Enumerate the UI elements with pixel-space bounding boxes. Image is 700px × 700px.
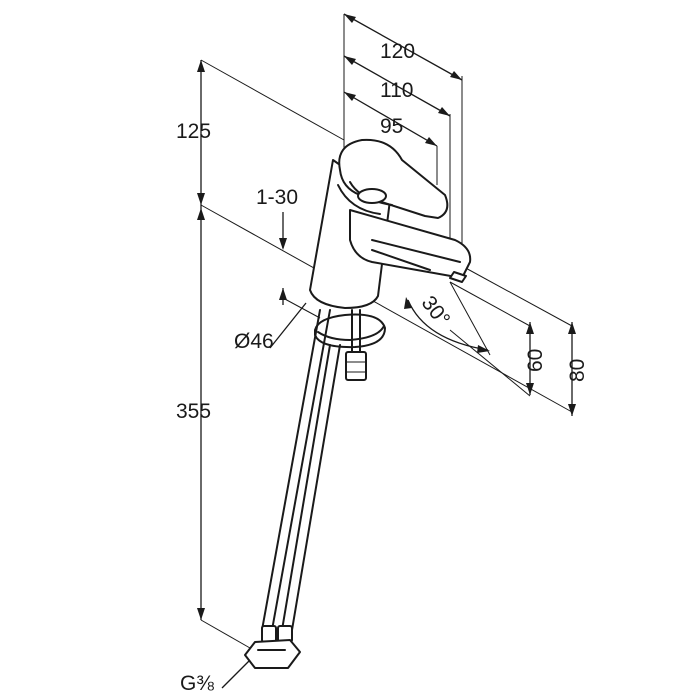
dim-label-110: 110 bbox=[380, 79, 413, 102]
supply-hoses bbox=[261, 309, 341, 631]
faucet-body bbox=[309, 138, 472, 309]
dim-label-355: 355 bbox=[176, 400, 211, 423]
dim-label-60: 60 bbox=[524, 349, 547, 372]
thread-leader bbox=[221, 659, 251, 689]
dimension-lines-left bbox=[197, 59, 573, 649]
mounting-washer bbox=[314, 309, 386, 381]
dim-label-angle-30: 30° bbox=[417, 292, 455, 331]
hose-fittings bbox=[244, 625, 301, 669]
dim-label-g38: G⅜ bbox=[180, 672, 214, 695]
dim-label-80: 80 bbox=[566, 359, 589, 382]
angle-marker bbox=[404, 281, 491, 356]
dim-label-95: 95 bbox=[380, 115, 403, 138]
dim-label-125: 125 bbox=[176, 120, 211, 143]
tilt-marker bbox=[279, 212, 287, 250]
dimension-lines-right bbox=[449, 265, 576, 416]
dim-label-120: 120 bbox=[380, 40, 415, 63]
dim-label-1-30: 1-30 bbox=[256, 186, 298, 209]
dimension-lines-top bbox=[343, 13, 463, 260]
diameter-leader bbox=[269, 288, 321, 349]
dim-label-diameter-46: Ø46 bbox=[234, 330, 274, 353]
